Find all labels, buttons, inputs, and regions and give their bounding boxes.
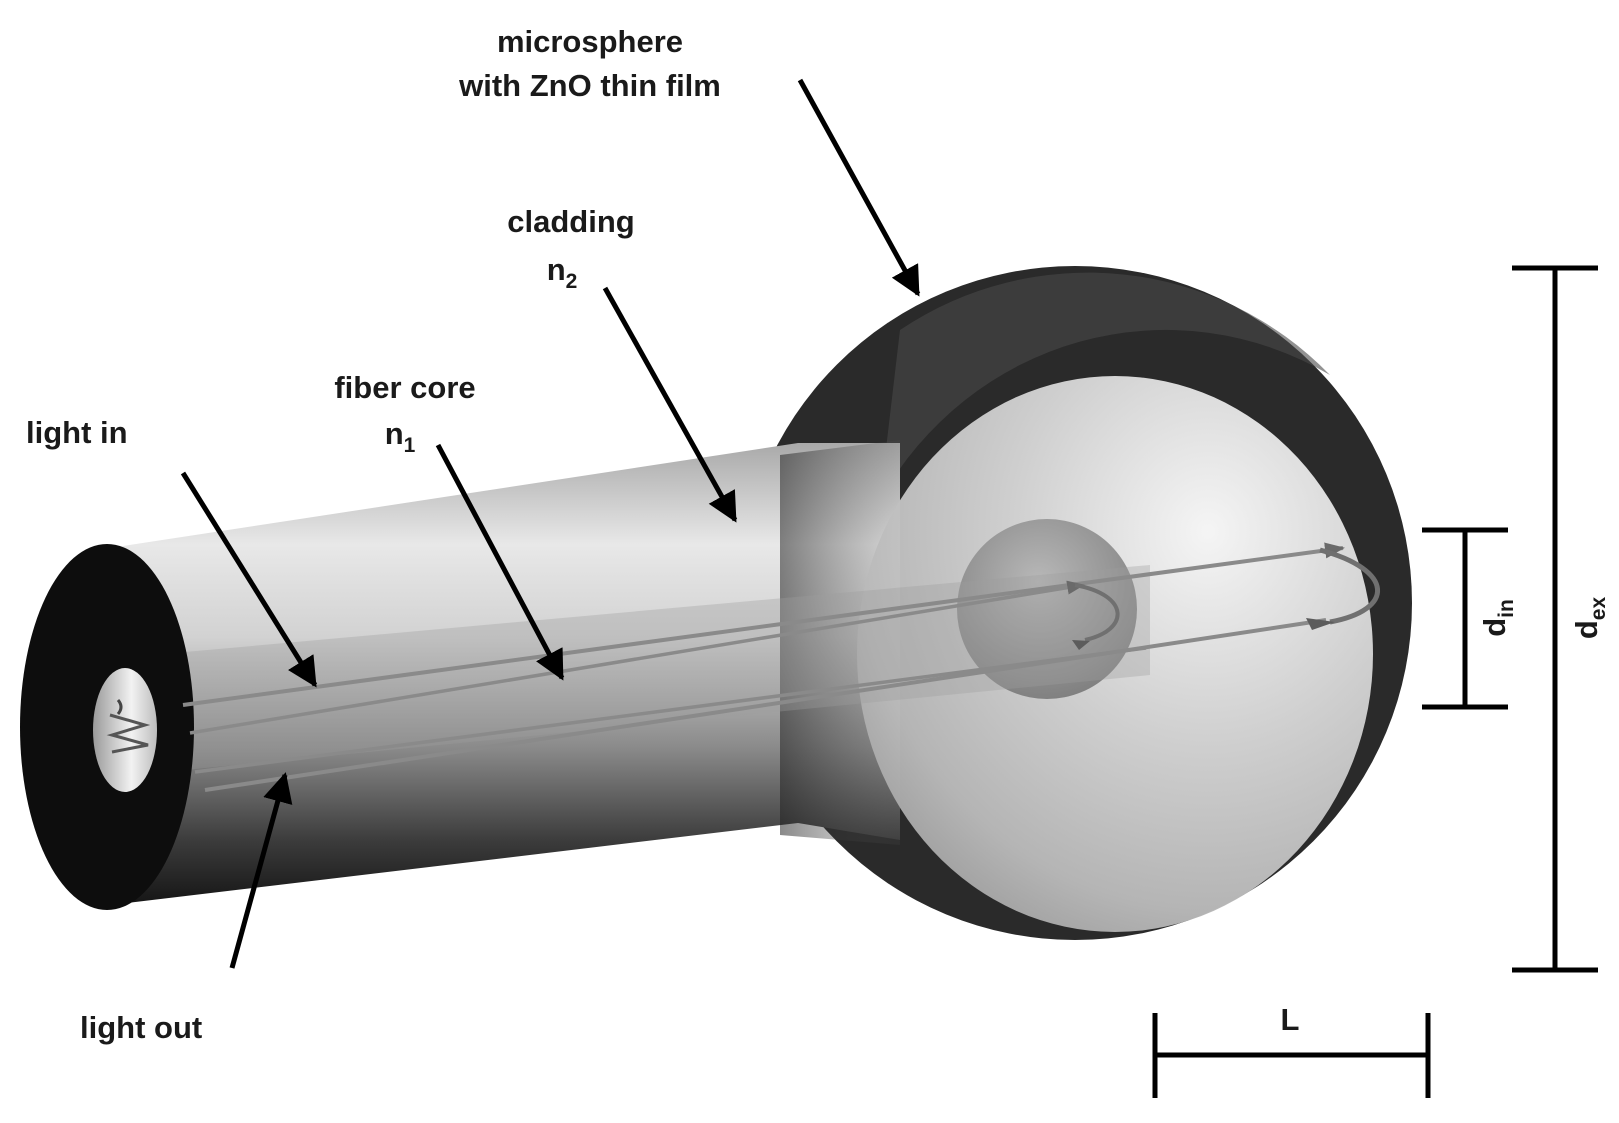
dimension-d-in bbox=[1422, 527, 1508, 710]
ray-return-head-inner bbox=[1072, 640, 1090, 650]
core-arrow bbox=[435, 443, 565, 681]
cladding-arrow bbox=[602, 286, 738, 523]
cladding-label: cladding bbox=[507, 204, 634, 239]
core-index-n: n bbox=[385, 416, 404, 451]
fiber-cladding bbox=[110, 443, 900, 905]
d-in-sub: in bbox=[1495, 599, 1518, 618]
ray-turn-inner bbox=[1074, 583, 1120, 642]
light-out-label: light out bbox=[80, 1010, 202, 1045]
cladding-index-sub: 2 bbox=[566, 270, 578, 293]
core-index: n1 bbox=[385, 416, 416, 457]
ray-in-upper bbox=[182, 542, 1345, 707]
fiber-end-zigzag bbox=[106, 713, 151, 754]
fiber-core bbox=[185, 565, 1150, 770]
d-in-letter: d bbox=[1477, 618, 1512, 637]
ray-turn-outer bbox=[1319, 547, 1380, 625]
length-label: L bbox=[1281, 1002, 1300, 1037]
dimension-length bbox=[1152, 1013, 1431, 1098]
microsphere-arrow bbox=[797, 78, 921, 297]
fiber-end-mark bbox=[116, 699, 123, 715]
ray-return-head-outer bbox=[1306, 618, 1335, 630]
cladding-index: n2 bbox=[547, 252, 578, 293]
core-label: fiber core bbox=[334, 370, 475, 405]
d-in-label: din bbox=[1477, 599, 1518, 637]
dimension-d-ex bbox=[1512, 265, 1598, 973]
microsphere-label-line2: with ZnO thin film bbox=[458, 68, 721, 103]
light-in-arrow bbox=[180, 471, 318, 688]
light-in-label: light in bbox=[26, 415, 128, 450]
ray-out-upper bbox=[194, 646, 1147, 774]
microsphere-label-line1: microsphere bbox=[497, 24, 683, 59]
d-ex-label: dex bbox=[1569, 597, 1610, 640]
junction-shadow bbox=[780, 440, 900, 845]
d-ex-letter: d bbox=[1569, 620, 1604, 639]
microsphere-shading bbox=[880, 272, 1330, 500]
core-index-sub: 1 bbox=[404, 434, 416, 457]
cladding-index-n: n bbox=[547, 252, 566, 287]
d-ex-sub: ex bbox=[1587, 597, 1610, 621]
ray-in-lower bbox=[189, 580, 1085, 735]
ray-out-lower bbox=[204, 618, 1327, 792]
light-out-arrow bbox=[229, 772, 293, 969]
